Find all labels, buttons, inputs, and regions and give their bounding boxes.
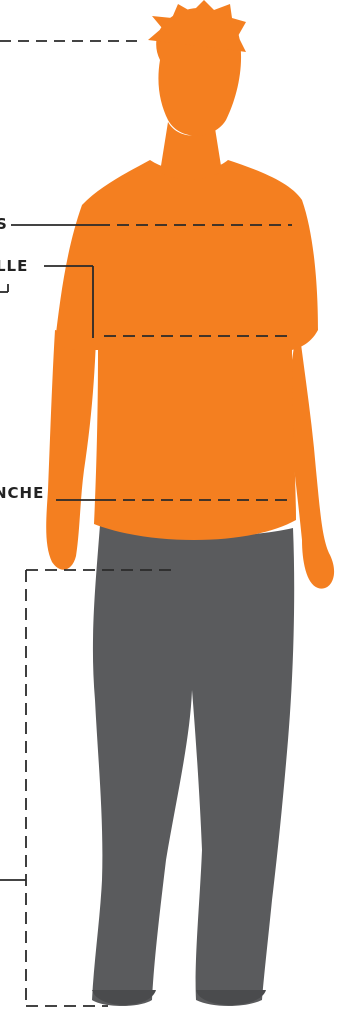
hip-label: NCHE: [0, 486, 47, 501]
waist-label: LLE: [0, 259, 31, 274]
shirt-silhouette: [55, 160, 318, 540]
chest-label: S: [0, 217, 11, 232]
pants-silhouette: [92, 525, 294, 1006]
left-arm: [46, 330, 96, 570]
